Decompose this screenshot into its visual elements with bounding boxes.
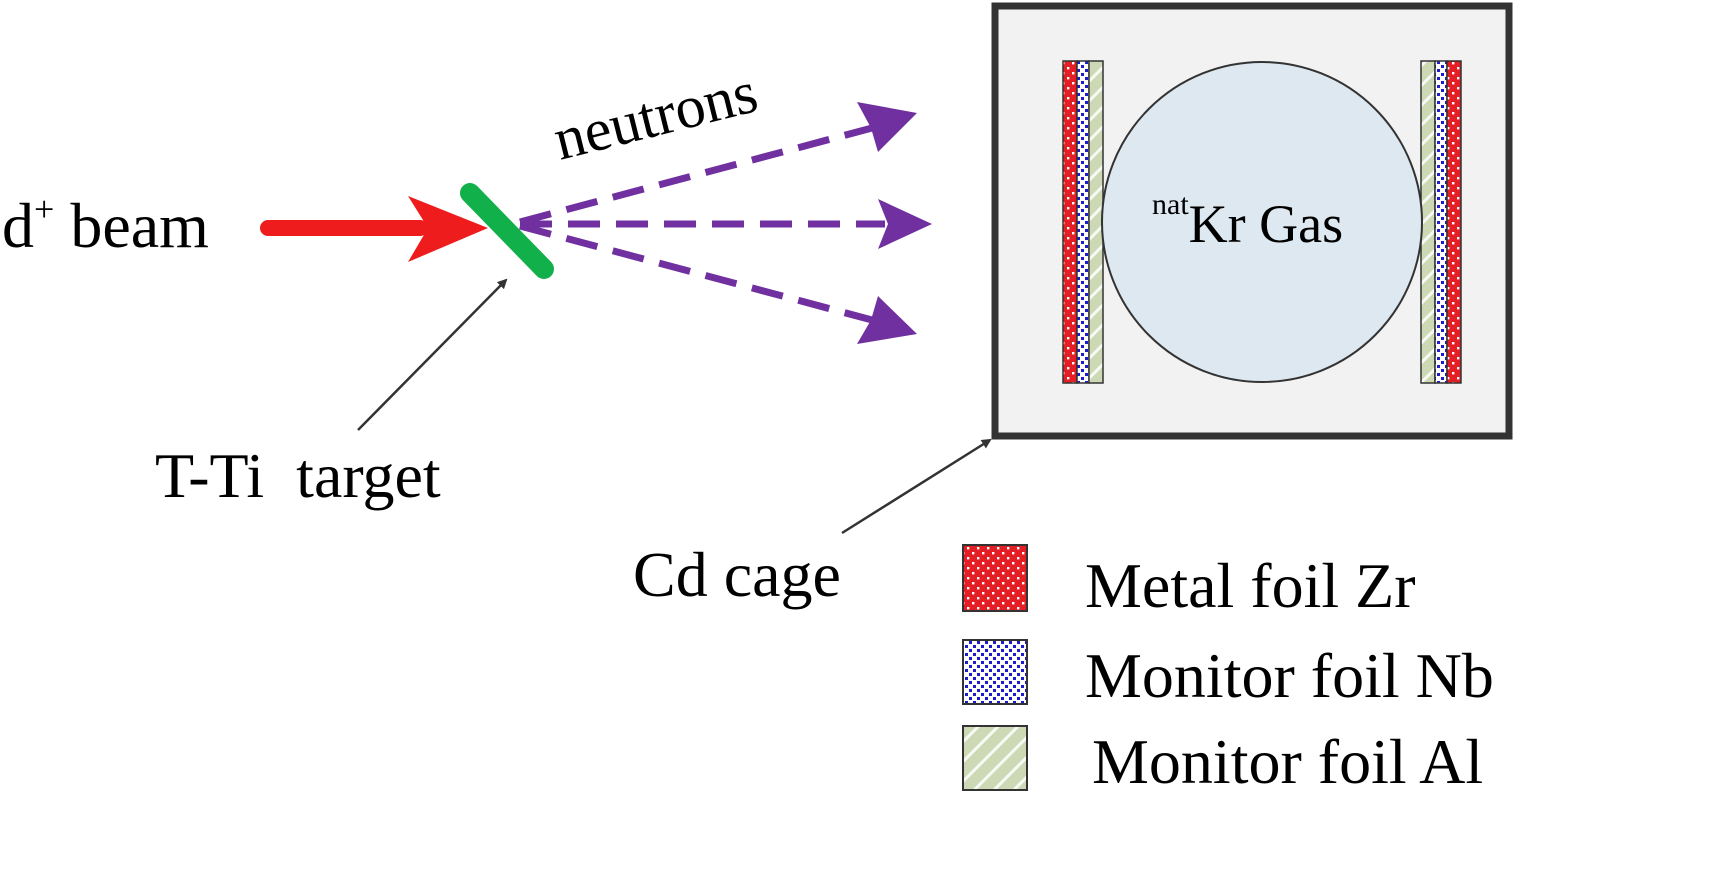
legend-item-zr: Metal foil Zr <box>962 544 1416 621</box>
neutrons-label: neutrons <box>547 59 763 173</box>
neutron-arrow-head-upper-icon <box>857 102 917 152</box>
neutron-ray-upper <box>519 124 873 226</box>
cage-label: Cd cage <box>633 539 841 610</box>
legend-label-al: Monitor foil Al <box>1092 726 1483 797</box>
neutron-ray-lower <box>519 222 873 324</box>
legend-swatch-zr <box>962 544 1028 612</box>
tti-target <box>460 183 554 279</box>
legend-item-al: Monitor foil Al <box>962 725 1483 797</box>
legend: Metal foil Zr Monitor foil Nb Monitor fo… <box>962 544 1494 797</box>
right-foil-stack <box>1420 60 1462 384</box>
left-al-foil <box>1088 60 1104 384</box>
neutron-arrows <box>519 102 932 344</box>
gas-label: natKr Gas <box>1152 188 1343 254</box>
legend-label-nb: Monitor foil Nb <box>1085 640 1494 711</box>
legend-swatch-nb <box>962 639 1028 705</box>
target-pointer-arrow <box>357 278 508 431</box>
beam-arrow <box>260 196 488 262</box>
beam-label: d+ beam <box>2 189 209 261</box>
neutron-arrow-head-lower-icon <box>857 296 917 344</box>
cage-pointer-arrow <box>841 438 992 535</box>
left-nb-foil <box>1076 60 1090 384</box>
legend-swatch-al <box>962 725 1028 791</box>
right-al-foil <box>1420 60 1436 384</box>
left-foil-stack <box>1062 60 1104 384</box>
kr-gas-sphere <box>1101 61 1423 383</box>
legend-item-nb: Monitor foil Nb <box>962 639 1494 711</box>
right-nb-foil <box>1434 60 1448 384</box>
target-label: T-Ti target <box>155 440 441 511</box>
beam-arrow-head-icon <box>408 196 488 262</box>
legend-label-zr: Metal foil Zr <box>1085 550 1416 621</box>
neutron-arrow-head-middle-icon <box>878 199 932 249</box>
left-zr-foil <box>1062 60 1078 384</box>
right-zr-foil <box>1446 60 1462 384</box>
